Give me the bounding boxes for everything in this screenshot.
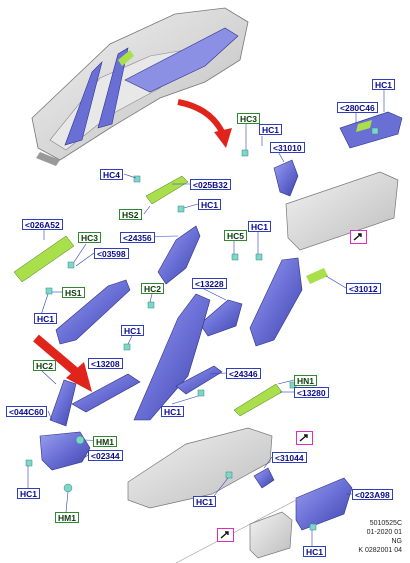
- label-hc3-top: HC3: [237, 113, 261, 124]
- label-hc1-bottom: HC1: [193, 496, 217, 507]
- label-13208: <13208: [88, 358, 123, 369]
- label-31010: <31010: [270, 142, 305, 153]
- link-icon-mid[interactable]: [296, 431, 313, 445]
- top-right-panel: [339, 111, 403, 149]
- red-arrow-top: [177, 99, 225, 134]
- label-044c60: <044C60: [6, 406, 47, 417]
- label-280c46: <280C46: [337, 102, 378, 113]
- clip-green-31012: [306, 268, 328, 284]
- grey-panel-right: [285, 171, 399, 251]
- grey-floor-panel: [127, 427, 273, 509]
- footer-line4: K 0282001 04: [358, 547, 402, 554]
- footer-codes: 5010525C 01-2020 01 NG K 0282001 04: [358, 519, 402, 555]
- trim-31012: [249, 257, 303, 347]
- inset-divider: [175, 497, 301, 563]
- label-023a98: <023A98: [352, 489, 393, 500]
- label-hs2: HS2: [119, 209, 142, 220]
- trim-b-pillar: [133, 293, 211, 421]
- label-hc1-mid-b: HC1: [248, 221, 272, 232]
- clip-markers: [25, 127, 379, 531]
- label-hc3-left: HC3: [78, 232, 102, 243]
- clip-bar-025b32: [145, 175, 189, 205]
- part-31044: [253, 467, 275, 489]
- clip-bar-026a52: [13, 235, 75, 283]
- label-hc1-center: HC1: [121, 325, 145, 336]
- red-arrow-top-head: [214, 128, 232, 148]
- label-hc5: HC5: [224, 230, 248, 241]
- label-hc1-mid-a: HC1: [198, 199, 222, 210]
- red-arrow-left: [33, 334, 79, 376]
- label-hm1-bottom: HM1: [55, 512, 79, 523]
- label-hc2-left: HC2: [33, 360, 57, 371]
- link-icon-right[interactable]: [350, 230, 367, 244]
- label-13228: <13228: [192, 278, 227, 289]
- label-hc1-bottom-right: HC1: [303, 546, 327, 557]
- dashboard-overview: [31, 7, 249, 166]
- trim-24356: [157, 225, 201, 285]
- trim-31010: [273, 159, 299, 197]
- trim-044c60: [49, 379, 77, 427]
- label-hc1-left: HC1: [34, 313, 58, 324]
- red-arrow-left-head: [66, 362, 92, 392]
- inset-part: [249, 511, 293, 559]
- label-hc1-far-left: HC1: [17, 488, 41, 499]
- label-24356: <24356: [120, 232, 155, 243]
- label-hc1-top-mid: HC1: [259, 124, 283, 135]
- clip-bar-13280: [233, 383, 283, 417]
- trim-24346: [175, 365, 223, 395]
- label-hs1: HS1: [62, 287, 85, 298]
- link-icon-bottom[interactable]: [217, 528, 234, 542]
- label-026a52: <026A52: [22, 219, 63, 230]
- label-02344: <02344: [88, 450, 123, 461]
- label-24346: <24346: [226, 368, 261, 379]
- trim-13228: [199, 299, 243, 337]
- label-03598: <03598: [94, 248, 129, 259]
- label-hc4: HC4: [100, 169, 124, 180]
- label-hc1-top-right: HC1: [372, 79, 396, 90]
- footer-line3: NG: [391, 538, 403, 545]
- label-13280: <13280: [294, 387, 329, 398]
- label-31044: <31044: [272, 452, 307, 463]
- trim-13208: [71, 373, 141, 413]
- part-023a98: [295, 477, 353, 531]
- leader-lines: [27, 90, 385, 546]
- footer-line2: 01-2020 01: [366, 529, 402, 536]
- label-hn1: HN1: [294, 375, 318, 386]
- footer-line1: 5010525C: [369, 520, 402, 527]
- label-hc2-mid: HC2: [141, 283, 165, 294]
- label-hm1-mid: HM1: [93, 436, 117, 447]
- label-hc1-low: HC1: [161, 406, 185, 417]
- label-025b32: <025B32: [190, 179, 231, 190]
- label-31012: <31012: [346, 283, 381, 294]
- trim-03598: [55, 279, 131, 345]
